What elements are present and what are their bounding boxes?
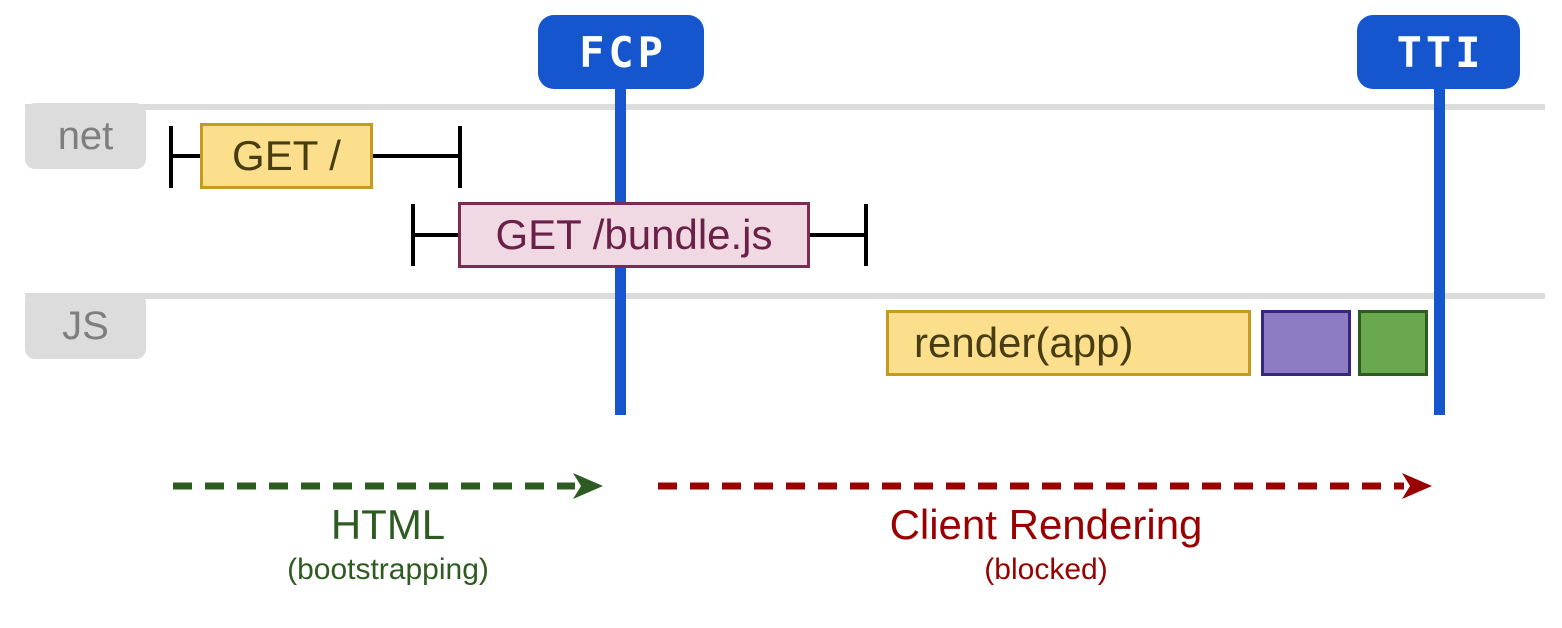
get-root-end-tick (458, 126, 462, 188)
lane-label-js-text: JS (62, 303, 109, 348)
task-render-app-label: render(app) (914, 319, 1134, 366)
lane-label-net: net (25, 103, 146, 169)
request-get-bundle: GET /bundle.js (458, 202, 810, 268)
phase-client-sublabel: (blocked) (984, 553, 1108, 586)
lane-label-js: JS (25, 293, 146, 359)
fcp-badge: FCP (538, 15, 704, 89)
get-root-left-connector (171, 154, 200, 158)
task-block-purple (1261, 310, 1351, 376)
request-get-root: GET / (200, 123, 373, 189)
task-render-app: render(app) (886, 310, 1251, 376)
tti-badge-label: TTI (1396, 27, 1485, 77)
phase-caption-html: HTML (bootstrapping) (173, 500, 603, 590)
tti-badge: TTI (1357, 15, 1520, 89)
phase-html-sublabel: (bootstrapping) (287, 553, 489, 586)
phase-caption-client-rendering: Client Rendering (blocked) (658, 500, 1434, 590)
lane-line-net (25, 104, 1545, 110)
lane-label-net-text: net (57, 113, 114, 158)
request-get-bundle-label: GET /bundle.js (495, 211, 773, 258)
get-bundle-left-connector (413, 233, 458, 237)
get-bundle-right-connector (810, 233, 866, 237)
lane-line-js (25, 293, 1545, 299)
task-block-green (1358, 310, 1428, 376)
tti-marker-line (1434, 89, 1445, 415)
get-root-right-connector (373, 154, 460, 158)
request-get-root-label: GET / (232, 132, 341, 179)
phase-client-label: Client Rendering (889, 501, 1203, 548)
fcp-badge-label: FCP (579, 27, 667, 77)
get-bundle-end-tick (864, 204, 868, 266)
phase-html-label: HTML (330, 501, 446, 548)
